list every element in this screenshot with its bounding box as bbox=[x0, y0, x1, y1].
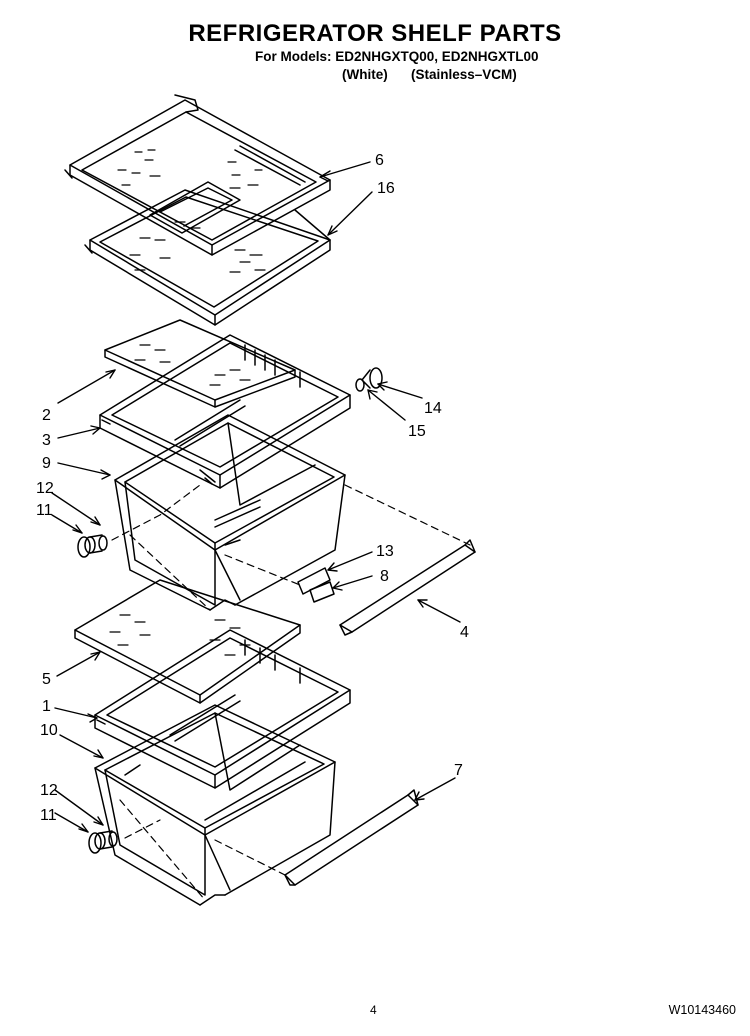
callout-16: 16 bbox=[377, 180, 395, 197]
callout-4: 4 bbox=[460, 624, 469, 641]
variant-white: (White) bbox=[342, 67, 388, 82]
part-1-lower-cover-frame bbox=[94, 629, 351, 789]
callout-12-upper: 12 bbox=[36, 480, 54, 497]
callout-14: 14 bbox=[424, 400, 442, 417]
callout-13: 13 bbox=[376, 543, 394, 560]
models-line: For Models: ED2NHGXTQ00, ED2NHGXTL00 bbox=[255, 49, 539, 64]
part-2-cover-glass bbox=[104, 319, 296, 408]
leader-lines bbox=[51, 161, 461, 833]
part-7-drawer-trim bbox=[284, 789, 419, 886]
variant-stainless: (Stainless–VCM) bbox=[411, 67, 517, 82]
callout-15: 15 bbox=[408, 423, 426, 440]
part-5-lower-cover-glass bbox=[74, 579, 301, 704]
part-3-cover-frame bbox=[99, 334, 351, 489]
document-code: W10143460 bbox=[668, 1003, 736, 1017]
callout-10: 10 bbox=[40, 722, 58, 739]
callout-3: 3 bbox=[42, 432, 51, 449]
part-16-glass-shelf bbox=[84, 189, 331, 326]
part-11-12-lower-knob bbox=[88, 830, 118, 854]
callout-11-upper: 11 bbox=[36, 502, 53, 519]
callout-7: 7 bbox=[454, 762, 463, 779]
callout-6: 6 bbox=[375, 152, 384, 169]
dashed-guide-lines bbox=[111, 484, 471, 901]
part-13-8-slider bbox=[297, 567, 335, 603]
callout-8: 8 bbox=[380, 568, 389, 585]
callout-11-lower: 11 bbox=[40, 807, 57, 824]
callout-2: 2 bbox=[42, 407, 51, 424]
page-number: 4 bbox=[370, 1003, 377, 1017]
part-11-12-upper-knob bbox=[77, 534, 108, 558]
callout-12-lower: 12 bbox=[40, 782, 58, 799]
callout-5: 5 bbox=[42, 671, 51, 688]
part-6-shelf-frame bbox=[64, 94, 331, 256]
callout-9: 9 bbox=[42, 455, 51, 472]
callout-1: 1 bbox=[42, 698, 51, 715]
part-9-crisper-drawer bbox=[114, 414, 346, 611]
part-10-lower-drawer bbox=[94, 704, 336, 906]
part-4-drawer-trim bbox=[339, 539, 476, 636]
page-title: REFRIGERATOR SHELF PARTS bbox=[188, 20, 562, 47]
part-14-15-side-knob bbox=[355, 367, 383, 392]
